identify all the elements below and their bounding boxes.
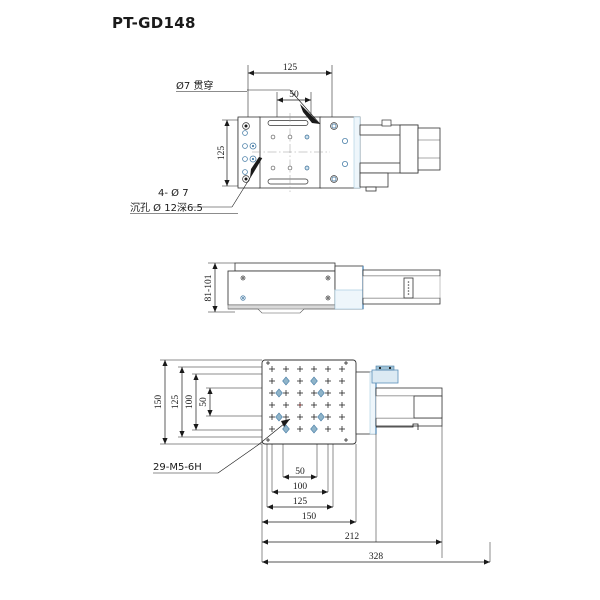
bottom-dim-h328-label: 328	[369, 552, 384, 562]
side-view-base-profile	[228, 308, 363, 314]
note-tapped-holes-label: 29-M5-6H	[153, 462, 202, 473]
top-view-centerlines	[252, 113, 330, 192]
bottom-view-h-extension-lines	[261, 426, 443, 562]
top-view-plate-holes-blue	[304, 134, 310, 171]
side-view-top-plate	[234, 262, 336, 272]
bottom-view-tapped-hole-grid	[266, 361, 348, 442]
bottom-dim-v100-label: 100	[185, 395, 195, 410]
note-through-hole-label: Ø7 贯穿	[176, 79, 213, 92]
bottom-dim-h212-label: 212	[345, 532, 360, 542]
bottom-dim-h150-label: 150	[302, 512, 317, 522]
bottom-view-motor	[375, 387, 443, 427]
top-dim-v125-label: 125	[217, 146, 227, 161]
bottom-view-v-extension-lines	[160, 359, 268, 445]
note-tapped-holes-leader	[153, 418, 291, 474]
top-view-slot-upper	[267, 120, 309, 126]
bottom-view-highlighted-holes	[275, 376, 325, 434]
top-view: 125 50 125	[130, 63, 441, 214]
side-view-motor	[362, 269, 441, 305]
note-through-hole-leader	[247, 89, 321, 125]
side-view-connector	[403, 277, 414, 299]
side-view: 81-101	[204, 262, 441, 314]
side-view-carriage-accent	[334, 289, 364, 310]
note-counterbore-spec-label: 沉孔 Ø 12深6.5	[130, 201, 203, 214]
top-dim-125-label: 125	[283, 63, 298, 73]
top-view-counterbore-holes	[242, 122, 338, 183]
top-view-left-blue-hole-centers	[251, 144, 255, 161]
bottom-dim-v50-label: 50	[199, 397, 209, 407]
side-dim-height-label: 81-101	[204, 274, 214, 301]
bottom-view: 150 125 100 50	[153, 359, 491, 565]
top-view-slot-lower	[267, 178, 309, 185]
bottom-dim-v150-label: 150	[154, 395, 164, 410]
bottom-view-motor-mount	[371, 365, 399, 384]
bottom-dim-h50-label: 50	[295, 467, 305, 477]
bottom-dim-h125-label: 125	[293, 497, 308, 507]
top-view-accent-band	[353, 116, 361, 189]
bottom-dim-h100-label: 100	[293, 482, 308, 492]
side-view-fasteners	[240, 275, 331, 301]
page-title: PT-GD148	[112, 14, 196, 32]
top-view-left-blue-holes	[242, 130, 257, 175]
top-view-connector-tab	[381, 119, 392, 127]
top-view-actuator	[359, 124, 441, 174]
top-view-right-blue-holes	[331, 123, 348, 182]
note-counterbore-leader	[192, 157, 263, 208]
top-view-actuator-inner	[360, 134, 440, 164]
bottom-view-center-marker	[298, 403, 302, 407]
bottom-view-hook-detail	[376, 423, 419, 430]
bottom-dim-v125-label: 125	[171, 395, 181, 410]
note-counterbore-qty-label: 4- Ø 7	[158, 187, 189, 199]
top-view-mount-foot	[359, 172, 389, 192]
